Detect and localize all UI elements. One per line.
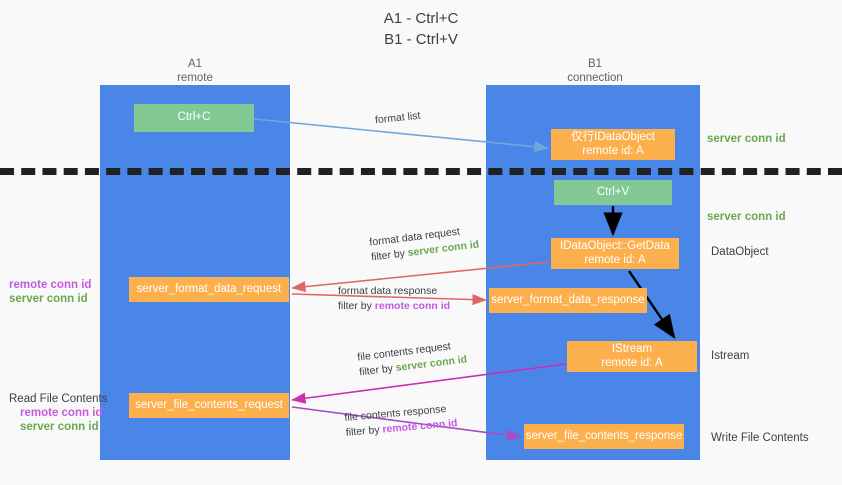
box-istream[interactable]: IStream remote id: A [567, 341, 697, 372]
box-server-format-data-request[interactable]: server_format_data_request [129, 277, 289, 302]
label-format-data-response-line2: filter by remote conn id [338, 299, 450, 314]
label-format-data-response: format data response filter by remote co… [338, 284, 450, 314]
box-server-file-contents-response[interactable]: server_file_contents_response [524, 424, 684, 449]
column-b1-role: connection [567, 71, 623, 84]
side-label-istream: Istream [711, 350, 750, 362]
box-ctrl-v-label: Ctrl+V [596, 185, 630, 198]
label-filter-highlight: remote conn id [374, 300, 451, 312]
side-label-server-conn-id: server conn id [20, 421, 99, 433]
label-filter-prefix: filter by [358, 362, 397, 379]
title-line-1: A1 - Ctrl+C [383, 10, 459, 27]
box-server-format-data-request-label: server_format_data_request [136, 282, 282, 295]
box-server-file-contents-request-label: server_file_contents_request [135, 398, 283, 411]
side-label-remote-conn-id: remote conn id [9, 279, 92, 291]
label-format-list-text: format list [374, 109, 421, 127]
side-label-server-conn-id-top: server conn id [707, 133, 786, 145]
label-format-data-request: format data request filter by server con… [369, 222, 480, 265]
side-label-conn-ids-lower: Read File Contents remote conn id server… [9, 392, 107, 434]
box-ctrl-c[interactable]: Ctrl+C [134, 104, 254, 132]
box-server-file-contents-request[interactable]: server_file_contents_request [129, 393, 289, 418]
box-server-file-contents-response-label: server_file_contents_response [525, 429, 683, 442]
box-idataobject[interactable]: 仅行IDataObject remote id: A [551, 129, 675, 160]
box-ctrl-v[interactable]: Ctrl+V [554, 180, 672, 205]
box-getdata[interactable]: IDataObject::GetData remote id: A [551, 238, 679, 269]
title-line-2: B1 - Ctrl+V [384, 31, 458, 48]
box-idataobject-line1: 仅行IDataObject [571, 131, 655, 143]
side-label-dataobject: DataObject [711, 246, 769, 258]
label-filter-prefix: filter by [345, 423, 383, 439]
label-file-contents-response: file contents response filter by remote … [344, 401, 458, 441]
column-header-a1: A1 remote [120, 58, 270, 85]
page-title: A1 - Ctrl+C B1 - Ctrl+V [0, 8, 842, 50]
column-b1-name: B1 [587, 58, 603, 70]
label-filter-prefix: filter by [338, 300, 375, 312]
box-getdata-line2: remote id: A [584, 253, 646, 266]
side-label-server-conn-id-mid: server conn id [707, 211, 786, 223]
box-ctrl-c-label: Ctrl+C [177, 111, 211, 124]
side-label-read-file-contents: Read File Contents [9, 393, 108, 405]
side-label-remote-conn-id: remote conn id [20, 407, 103, 419]
side-label-conn-ids-upper: remote conn id server conn id [9, 278, 91, 306]
label-format-data-response-line1: format data response [338, 285, 438, 297]
box-server-format-data-response-label: server_format_data_response [491, 293, 645, 306]
label-filter-prefix: filter by [370, 247, 409, 264]
column-a1-name: A1 [187, 58, 203, 70]
label-file-contents-request: file contents request filter by server c… [357, 337, 468, 380]
box-idataobject-line2: remote id: A [582, 144, 644, 157]
box-istream-line2: remote id: A [601, 356, 663, 369]
box-server-format-data-response[interactable]: server_format_data_response [489, 288, 647, 313]
column-header-b1: B1 connection [520, 58, 670, 85]
phase-divider [0, 168, 842, 175]
box-getdata-line1: IDataObject::GetData [560, 240, 670, 252]
box-istream-line1: IStream [611, 343, 653, 355]
side-label-write-file-contents: Write File Contents [711, 432, 809, 444]
column-a1-role: remote [177, 71, 213, 84]
label-format-list: format list [374, 109, 421, 129]
side-label-server-conn-id: server conn id [9, 293, 88, 305]
